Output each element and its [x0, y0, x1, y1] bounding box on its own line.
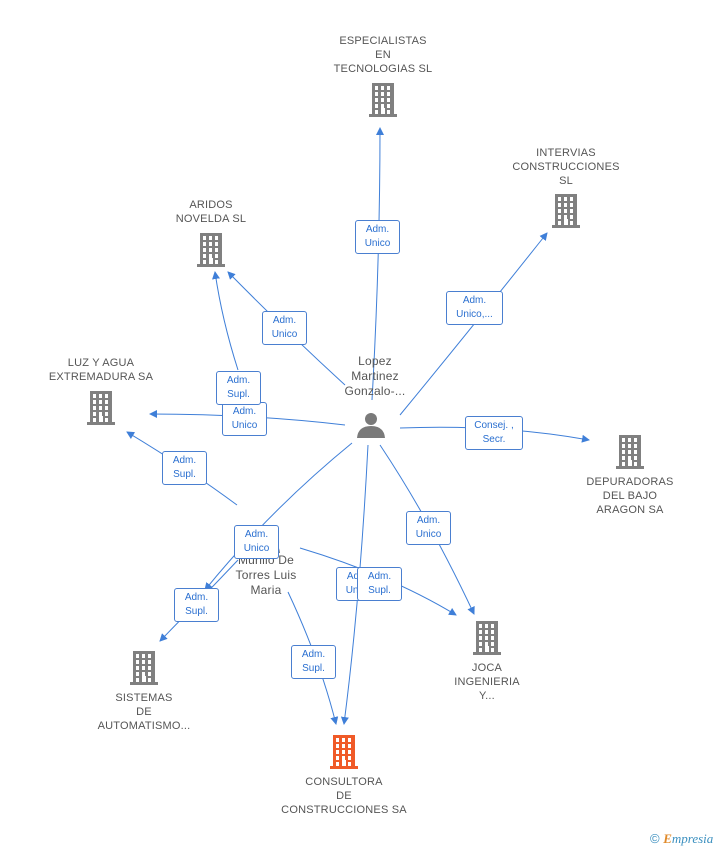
edge-label-lopez-joca[interactable]: Adm. Unico — [406, 511, 451, 545]
building-icon-luz[interactable] — [87, 391, 115, 425]
brand-logo: Empresia — [663, 831, 713, 846]
company-label-especialistas[interactable]: ESPECIALISTAS EN TECNOLOGIAS SL — [333, 35, 433, 75]
building-icon-sistemas[interactable] — [130, 651, 158, 685]
building-icon-consultora[interactable] — [330, 735, 358, 769]
company-label-consultora[interactable]: CONSULTORA DE CONSTRUCCIONES SA — [281, 776, 407, 816]
edge-murillo-aridos — [212, 271, 239, 371]
edge-label-murillo-aridos[interactable]: Adm. Supl. — [216, 371, 261, 405]
footer-brand[interactable]: © Empresia — [650, 831, 713, 847]
building-icon-intervias[interactable] — [552, 194, 580, 228]
edge-label-lopez-especialistas[interactable]: Adm. Unico — [355, 220, 400, 254]
edge-label-lopez-sistemas[interactable]: Adm. Unico — [234, 525, 279, 559]
company-label-intervias[interactable]: INTERVIAS CONSTRUCCIONES SL — [512, 147, 620, 187]
company-label-joca[interactable]: JOCA INGENIERIA Y... — [454, 662, 520, 702]
building-icon-depuradoras[interactable] — [616, 435, 644, 469]
person-label-lopez[interactable]: Lopez Martinez Gonzalo-... — [344, 354, 406, 398]
company-label-aridos[interactable]: ARIDOS NOVELDA SL — [175, 199, 247, 225]
brand-rest: mpresia — [671, 831, 714, 846]
edge-label-lopez-depuradoras[interactable]: Consej. , Secr. — [465, 416, 523, 450]
edge-label-lopez-aridos[interactable]: Adm. Unico — [262, 311, 307, 345]
edge-label-murillo-luz[interactable]: Adm. Supl. — [162, 451, 207, 485]
company-label-luz[interactable]: LUZ Y AGUA EXTREMADURA SA — [48, 357, 154, 383]
edge-label-murillo-consultora[interactable]: Adm. Supl. — [291, 645, 336, 679]
brand-initial: E — [663, 831, 672, 846]
edge-label-lopez-luz[interactable]: Adm. Unico — [222, 402, 267, 436]
building-icon-joca[interactable] — [473, 621, 501, 655]
edge-label-murillo-sistemas[interactable]: Adm. Supl. — [174, 588, 219, 622]
edge-label-lopez-intervias[interactable]: Adm. Unico,... — [446, 291, 503, 325]
copyright-symbol: © — [650, 831, 660, 846]
edge-lopez-sistemas — [204, 442, 353, 591]
edge-lopez-intervias — [399, 232, 548, 416]
company-label-depuradoras[interactable]: DEPURADORAS DEL BAJO ARAGON SA — [586, 476, 674, 516]
company-label-sistemas[interactable]: SISTEMAS DE AUTOMATISMO... — [97, 692, 191, 732]
building-icon-aridos[interactable] — [197, 233, 225, 267]
building-icon-especialistas[interactable] — [369, 83, 397, 117]
person-icon-lopez[interactable] — [357, 413, 385, 438]
edge-label-murillo-joca[interactable]: Adm. Supl. — [357, 567, 402, 601]
edge-lopez-especialistas — [371, 127, 384, 401]
